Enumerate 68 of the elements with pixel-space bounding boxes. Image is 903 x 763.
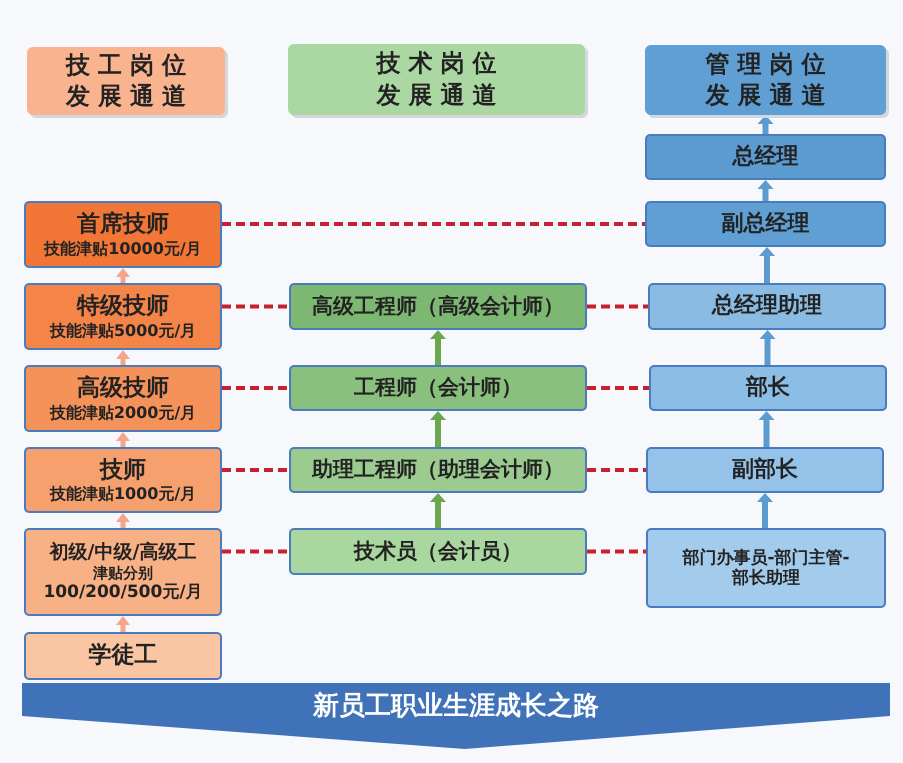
rank-title: 首席技师 [77, 211, 169, 239]
rank-title: 特级技师 [77, 293, 169, 321]
arrow [116, 432, 130, 447]
dashed-line [587, 550, 646, 554]
rank-box [648, 283, 886, 330]
allowance-text: 技能津贴2000元/月 [50, 402, 196, 422]
rank-box [24, 447, 222, 513]
dashed-line [222, 550, 289, 554]
rank-title: 技术员（会计员） [354, 538, 522, 564]
rank-title: 总经理助理 [712, 293, 822, 320]
rank-title: 高级技师 [77, 375, 169, 403]
rank-title: 学徒工 [88, 642, 158, 670]
dashed-line [587, 468, 646, 472]
arrow [760, 330, 776, 365]
dashed-line [587, 386, 649, 390]
rank-title: 副总经理 [722, 210, 810, 238]
arrow [757, 493, 773, 528]
header-text: 技术岗位发展通道 [375, 48, 506, 110]
dashed-line [587, 304, 648, 308]
header-text: 管理岗位发展通道 [704, 48, 834, 111]
rank-box [646, 528, 886, 608]
rank-box [24, 528, 222, 616]
rank-box [24, 283, 222, 350]
rank-box [289, 283, 587, 330]
arrow [116, 616, 130, 632]
allowance-text: 津贴分别 [93, 564, 153, 582]
dashed-line [222, 468, 289, 472]
rank-box [289, 365, 587, 411]
rank-title: 总经理 [732, 144, 798, 170]
arrow [116, 513, 130, 528]
arrow [759, 247, 775, 283]
allowance-text: 技能津贴5000元/月 [50, 320, 196, 340]
dashed-line [222, 304, 289, 308]
rank-title: 技师 [100, 456, 146, 484]
rank-title: 初级/中级/高级工 [50, 541, 196, 564]
arrow [430, 493, 446, 528]
dashed-line [222, 222, 645, 226]
rank-box [649, 365, 887, 411]
arrow [758, 411, 774, 447]
rank-title: 助理工程师（助理会计师） [312, 457, 564, 483]
header-box [645, 45, 886, 115]
rank-title: 工程师（会计师） [354, 375, 522, 401]
rank-box [645, 134, 886, 180]
rank-box [24, 201, 222, 268]
rank-title: 部门办事员-部门主管-部长助理 [681, 548, 851, 588]
arrow [116, 350, 130, 365]
arrow [430, 330, 446, 365]
allowance-text: 100/200/500元/月 [43, 582, 203, 603]
arrow [430, 411, 446, 447]
header-box [288, 44, 585, 115]
header-text: 技工岗位发展通道 [64, 50, 195, 112]
rank-title: 副部长 [732, 456, 798, 484]
rank-box [24, 365, 222, 432]
arrow [758, 115, 774, 134]
allowance-text: 技能津贴1000元/月 [50, 484, 196, 504]
banner-text: 新员工职业生涯成长之路 [313, 691, 599, 722]
rank-box [646, 447, 884, 493]
allowance-text: 技能津贴10000元/月 [44, 238, 202, 258]
rank-box [24, 632, 222, 680]
rank-title: 高级工程师（高级会计师） [312, 294, 564, 320]
rank-box [645, 201, 886, 247]
arrow [758, 180, 774, 201]
header-box [27, 47, 225, 115]
rank-box [289, 447, 587, 493]
dashed-line [222, 386, 289, 390]
arrow [116, 268, 130, 283]
rank-box [289, 528, 587, 575]
rank-title: 部长 [746, 374, 790, 402]
